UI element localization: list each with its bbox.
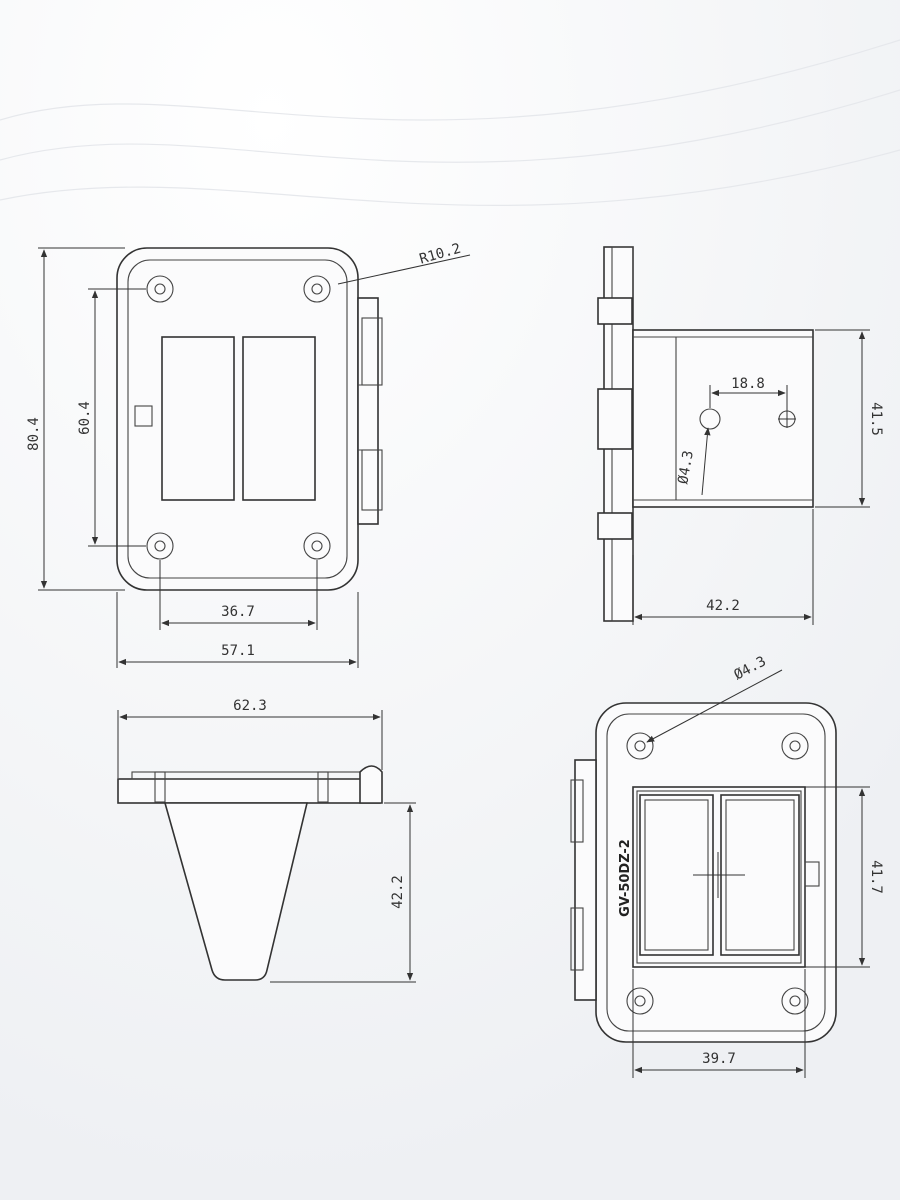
rear-hinge <box>570 759 597 1001</box>
front-switch-slot-left <box>161 336 235 501</box>
rear-mount-hole <box>781 987 809 1015</box>
front-outer-plate <box>116 247 359 591</box>
dim-bottom-depth: 42.2 <box>390 875 406 909</box>
rear-mount-hole <box>781 732 809 760</box>
bottom-hinge-knuckle <box>359 765 383 804</box>
side-hinge-knuckle <box>597 297 633 325</box>
model-label: GV-50DZ-2 <box>618 839 633 917</box>
front-mount-hole <box>146 275 174 303</box>
dim-front-width-outer: 57.1 <box>221 643 255 659</box>
front-mount-hole <box>303 275 331 303</box>
dim-side-height: 41.5 <box>868 402 884 436</box>
bottom-housing <box>163 802 309 981</box>
dim-side-hole-dia: Ø4.3 <box>675 449 697 485</box>
side-view: 18.8 Ø4.3 41.5 42.2 <box>597 246 884 625</box>
rear-inner-rim <box>606 713 826 1032</box>
front-mount-hole <box>146 532 174 560</box>
rear-mount-hole <box>626 987 654 1015</box>
front-mount-hole <box>303 532 331 560</box>
bottom-plate <box>117 778 381 804</box>
front-hinge <box>357 297 383 525</box>
dim-side-depth: 42.2 <box>706 598 740 614</box>
dim-front-height-inner: 60.4 <box>77 401 93 435</box>
dim-rear-width: 39.7 <box>702 1051 736 1067</box>
dim-side-hole-spacing: 18.8 <box>731 376 765 392</box>
side-hinge-knuckle <box>597 512 633 540</box>
rear-indicator-tab <box>804 861 820 887</box>
front-inner-rim <box>127 259 348 579</box>
rear-view: GV-50DZ-2 Ø4.3 41.7 39.7 <box>570 653 884 1078</box>
dim-bottom-width: 62.3 <box>233 698 267 714</box>
radius-leader <box>337 254 471 285</box>
front-view: R10.2 80.4 60.4 36.7 57.1 <box>26 241 471 668</box>
side-hinge-knuckle <box>597 388 633 450</box>
background-swirls <box>0 39 900 207</box>
front-indicator-tab <box>134 405 153 427</box>
dim-front-height-outer: 80.4 <box>26 417 42 451</box>
dim-rear-height: 41.7 <box>868 860 884 894</box>
bottom-view: 62.3 42.2 <box>117 698 416 983</box>
rear-mount-hole <box>626 732 654 760</box>
front-switch-slot-right <box>242 336 316 501</box>
dim-front-width-inner: 36.7 <box>221 604 255 620</box>
